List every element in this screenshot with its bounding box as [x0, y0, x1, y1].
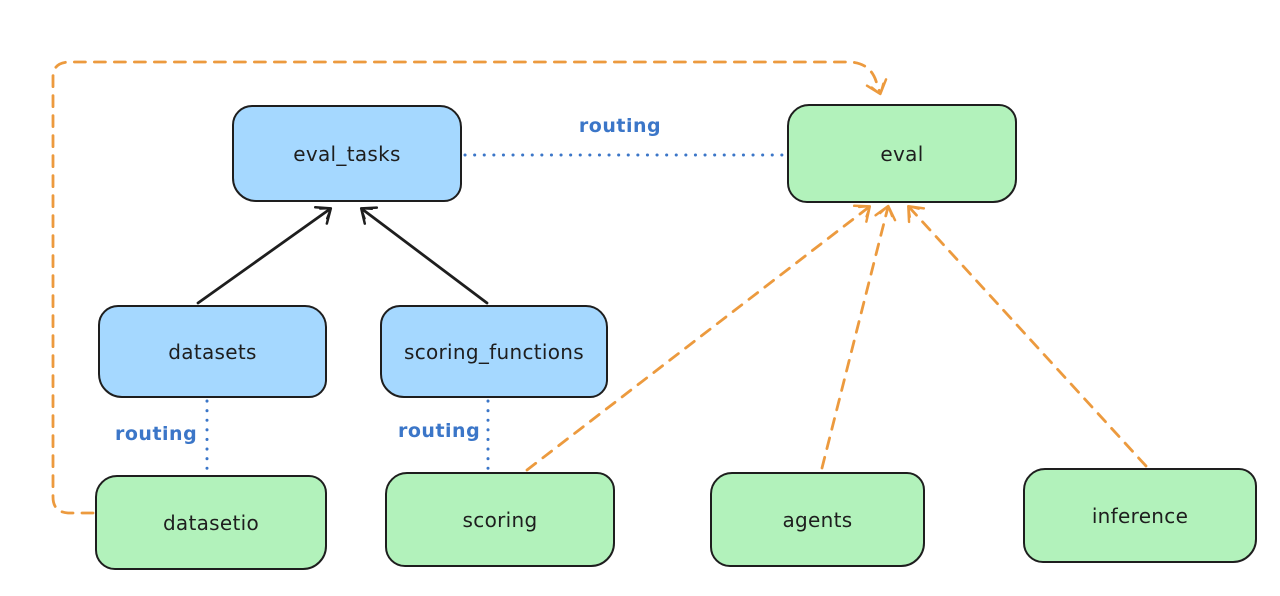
node-datasets-label: datasets [168, 339, 257, 364]
node-datasetio-label: datasetio [162, 510, 260, 535]
edge-label-routing-datasets-datasetio: routing [115, 423, 198, 445]
node-datasetio: datasetio [95, 475, 327, 570]
node-eval-label: eval [880, 141, 924, 166]
edge-datasets-to-eval-tasks [196, 205, 333, 305]
node-scoring-functions: scoring_functions [380, 305, 608, 398]
edge-label-routing-scoring-functions-scoring: routing [398, 420, 481, 442]
node-eval-tasks-label: eval_tasks [293, 141, 401, 166]
node-datasets: datasets [98, 305, 327, 398]
node-eval: eval [787, 104, 1017, 203]
node-scoring-label: scoring [462, 507, 538, 532]
node-agents: agents [710, 472, 925, 567]
edge-scoring-functions-to-eval-tasks [359, 206, 489, 305]
edge-label-routing-eval-tasks-eval: routing [578, 115, 662, 137]
node-inference-label: inference [1091, 503, 1189, 528]
node-inference: inference [1023, 468, 1257, 563]
edge-inference-to-eval [907, 205, 1148, 468]
node-scoring-functions-label: scoring_functions [403, 339, 585, 364]
edge-datasetio-to-eval [51, 60, 888, 515]
node-agents-label: agents [782, 507, 853, 532]
node-eval-tasks: eval_tasks [232, 105, 462, 202]
node-scoring: scoring [385, 472, 615, 567]
edge-agents-to-eval [820, 204, 897, 470]
